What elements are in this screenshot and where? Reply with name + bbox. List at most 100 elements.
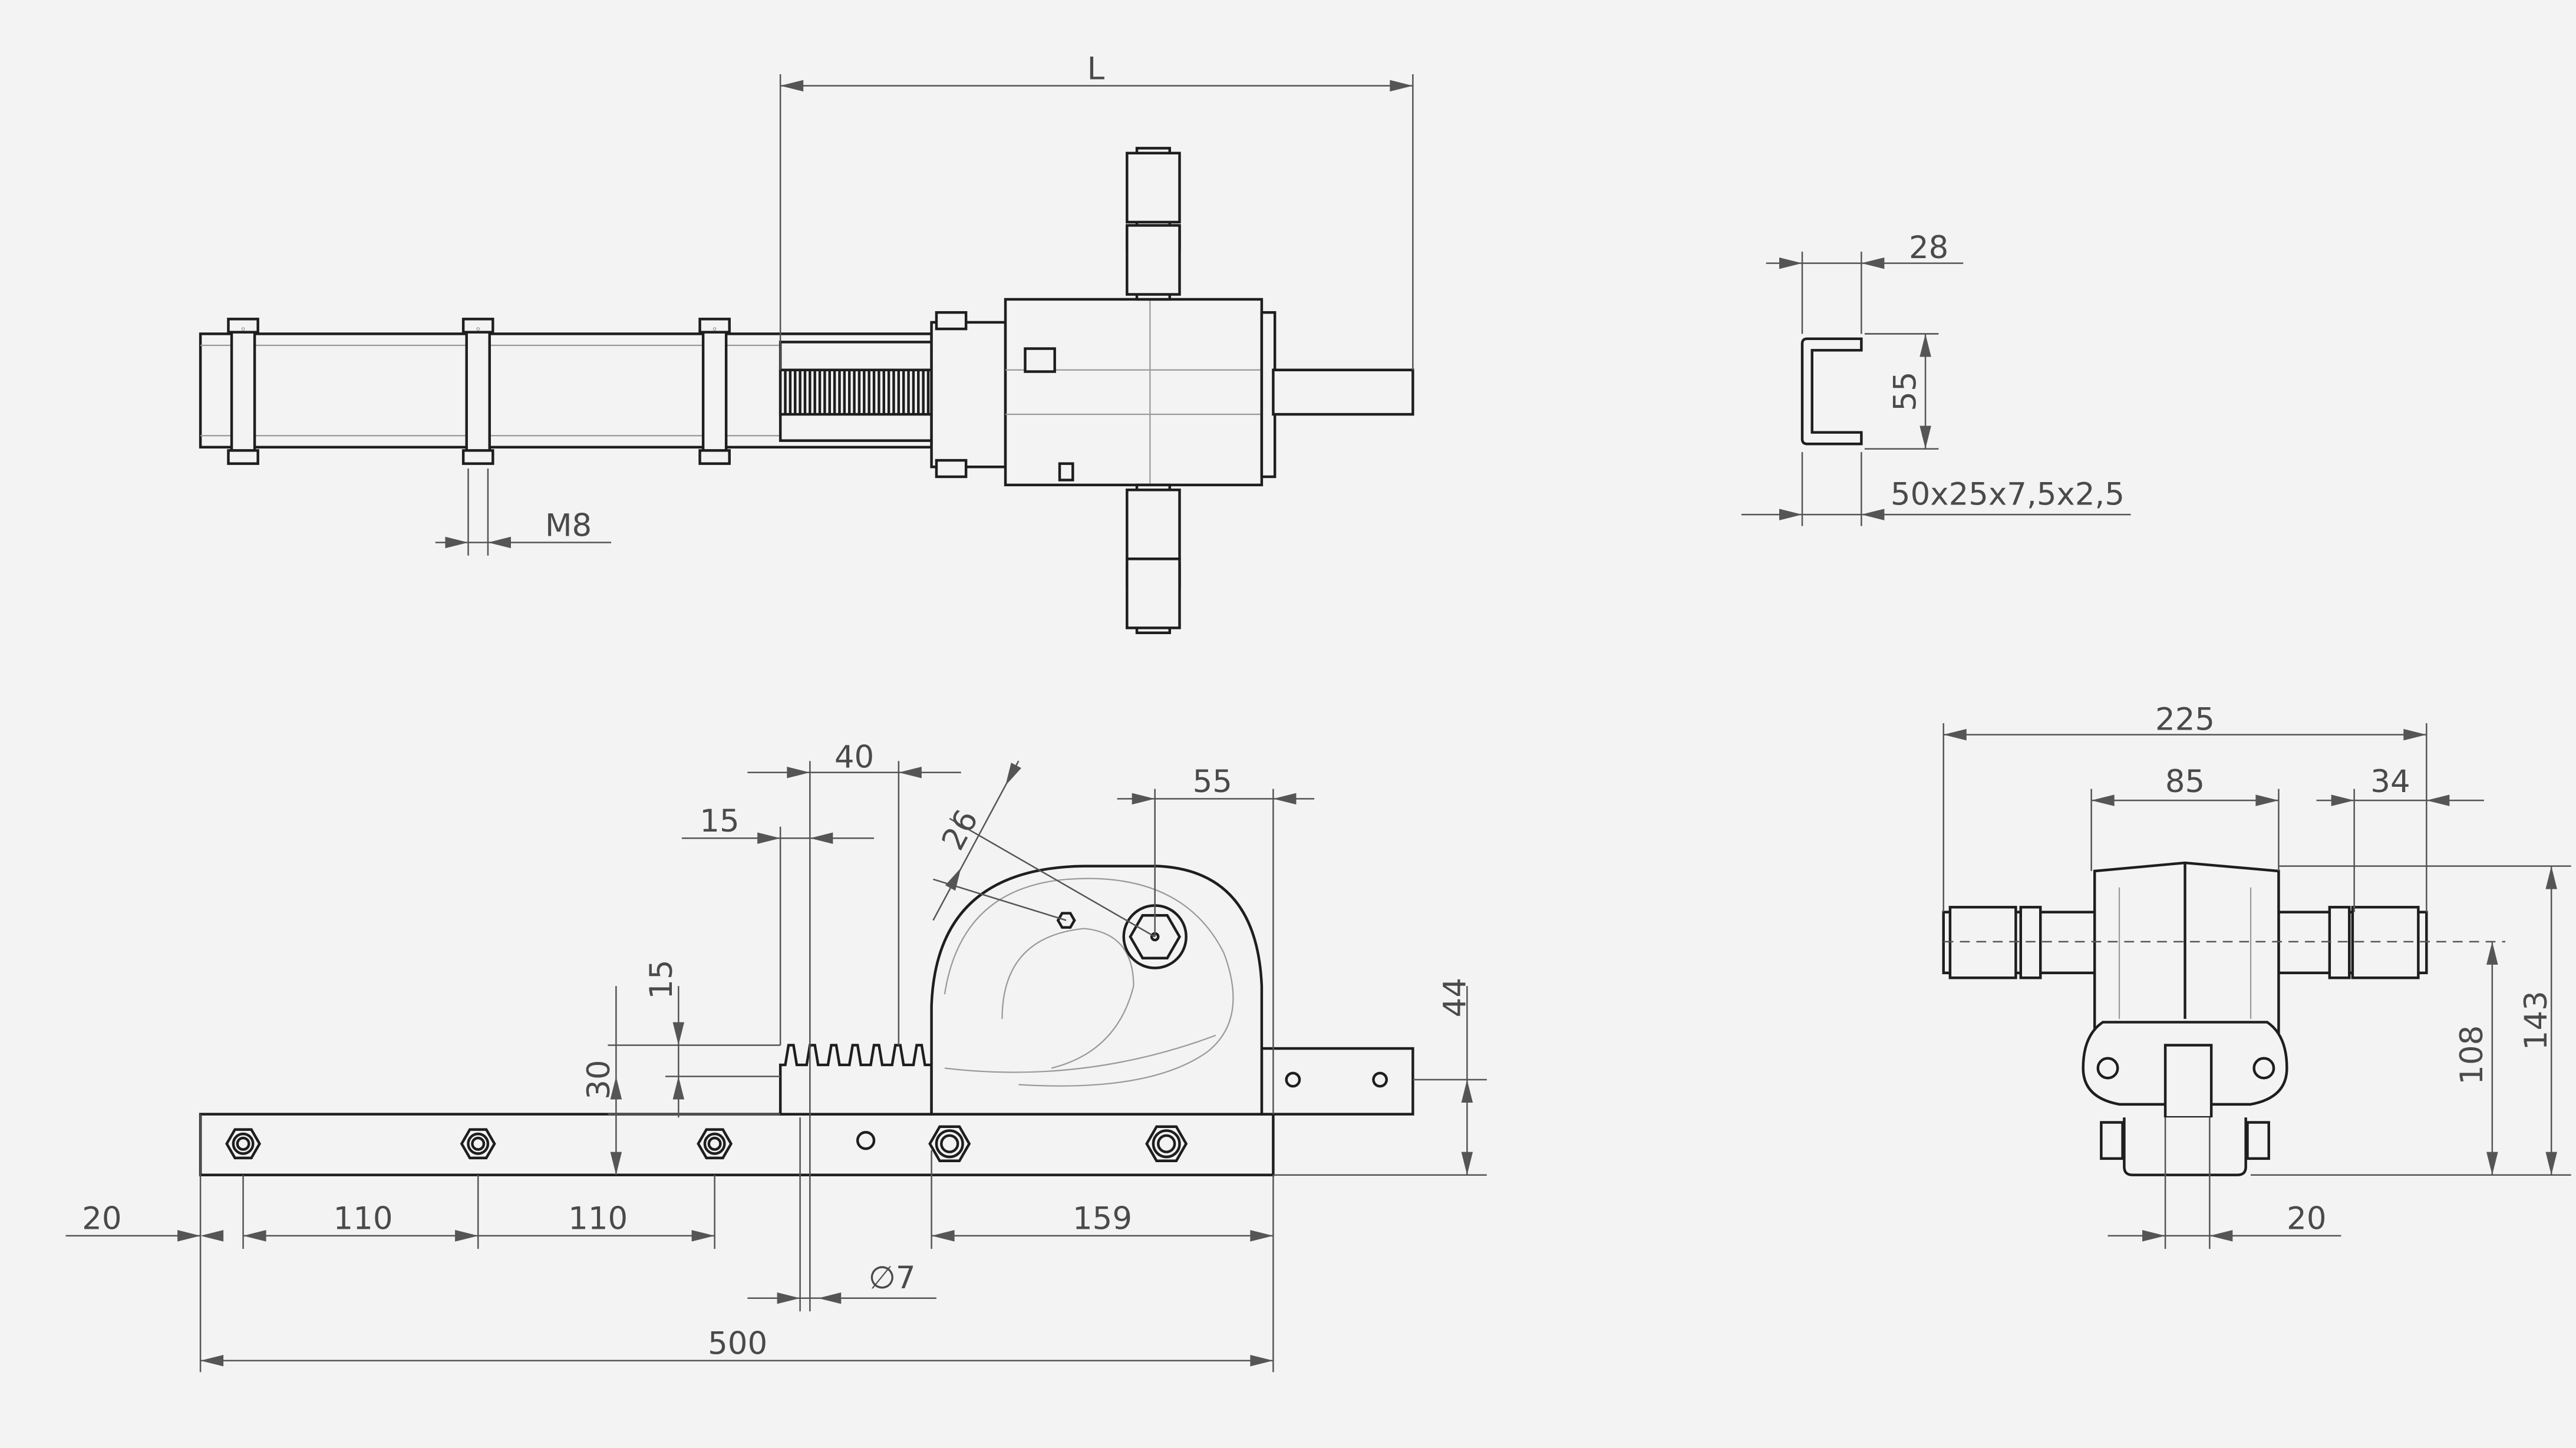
dim-body-width: 85 — [2165, 764, 2205, 800]
arrowhead — [691, 1230, 715, 1242]
nut — [461, 449, 494, 465]
handle-nut — [1126, 489, 1181, 560]
arrowhead — [931, 1230, 955, 1242]
bolt-head — [2246, 1121, 2270, 1160]
handle-nut — [1126, 558, 1181, 629]
arrowhead — [2331, 794, 2354, 806]
hole — [856, 1130, 876, 1150]
arrowhead — [777, 1292, 800, 1304]
c-channel-profile — [1800, 337, 1863, 446]
arrowhead — [2545, 1152, 2557, 1175]
dim-handle-length: 34 — [2370, 764, 2410, 800]
arrowhead — [455, 1230, 479, 1242]
dimension-line — [932, 760, 1020, 921]
arrowhead — [1919, 334, 1931, 357]
bracket-tongue — [2163, 1044, 2213, 1119]
flange-hole — [1372, 1071, 1388, 1088]
dim-angle: 26 — [935, 804, 985, 856]
arrowhead — [1390, 80, 1413, 92]
arrowhead — [672, 1022, 685, 1045]
bolt-post — [701, 324, 728, 459]
dim-thread-label: M8 — [545, 507, 592, 543]
bolt-post — [465, 324, 491, 459]
housing-rib — [944, 878, 1234, 1087]
nut — [698, 318, 731, 334]
arrowhead — [2142, 1230, 2166, 1242]
flange-hole — [1285, 1071, 1301, 1088]
arrowhead — [445, 536, 469, 549]
handle-nut — [1126, 224, 1181, 296]
arrowhead — [1861, 509, 1885, 520]
housing-rib — [944, 1034, 1216, 1073]
dim-tooth-height: 15 — [644, 959, 680, 999]
dim-rack-width: 40 — [835, 739, 874, 775]
handle-nut — [1126, 151, 1181, 224]
nut — [935, 459, 968, 479]
arrowhead — [2255, 794, 2279, 806]
nut — [227, 449, 259, 465]
arrowhead — [2403, 728, 2427, 741]
dim-total-length: 500 — [708, 1326, 767, 1362]
arrowhead — [2091, 794, 2115, 806]
arrowhead — [1779, 257, 1803, 269]
arrowhead — [1779, 509, 1803, 520]
dim-profile-width: 28 — [1909, 230, 1948, 266]
dim-axis-height: 108 — [2454, 1025, 2490, 1085]
base-rail — [199, 1113, 1275, 1176]
nut — [227, 318, 259, 334]
arrowhead — [200, 1230, 224, 1242]
dim-spacing-2: 110 — [568, 1201, 628, 1237]
bolt-post — [230, 324, 256, 459]
arrowhead — [787, 766, 810, 779]
drawing-stroke — [471, 1136, 486, 1151]
nut — [935, 311, 968, 331]
arrowhead — [1919, 426, 1931, 449]
arrowhead — [1461, 1080, 1473, 1103]
dim-hole-diameter: ∅7 — [869, 1260, 916, 1296]
arrowhead — [487, 536, 511, 549]
dimension-lines — [65, 74, 2571, 1373]
arrowhead — [2486, 941, 2498, 965]
arrowhead — [1250, 1230, 1274, 1242]
arrowhead — [810, 832, 833, 844]
dim-profile-height: 55 — [1887, 371, 1923, 411]
lug-hole — [2252, 1057, 2275, 1080]
extension-line — [949, 817, 1156, 938]
drawing-stroke — [236, 1136, 250, 1151]
flange-plate — [1260, 1047, 1414, 1116]
arrowhead — [610, 1076, 622, 1100]
dim-total-height: 143 — [2518, 991, 2554, 1050]
dim-total-width: 225 — [2155, 701, 2215, 737]
arrowhead — [672, 1076, 685, 1100]
drawing-stroke — [940, 1134, 959, 1153]
housing-rib — [1001, 928, 1134, 1069]
arrowhead — [1250, 1354, 1274, 1367]
dim-spacing-1: 110 — [334, 1201, 393, 1237]
dim-rack-height: 30 — [581, 1060, 617, 1099]
dim-length-label: L — [1087, 51, 1105, 87]
nipple — [1058, 462, 1074, 481]
arrowhead — [1273, 793, 1297, 805]
nut — [461, 318, 494, 334]
arrowhead — [1132, 793, 1155, 805]
lug-hole — [2096, 1057, 2119, 1080]
arrowhead — [818, 1292, 842, 1304]
arrowhead — [1861, 257, 1885, 269]
arrowhead — [200, 1354, 224, 1367]
dim-shaft-offset: 55 — [1193, 764, 1232, 800]
profile-spec: 50x25x7,5x2,5 — [1891, 476, 2125, 512]
handle-nut — [1948, 906, 2017, 979]
arrowhead — [2209, 1230, 2233, 1242]
bolt-head — [2100, 1121, 2124, 1160]
arrowhead — [610, 1152, 622, 1175]
u-bracket — [2123, 1117, 2247, 1176]
handle-nut — [2351, 906, 2420, 979]
arrowhead — [898, 766, 922, 779]
drawing-stroke — [707, 1136, 722, 1151]
shaft — [1272, 368, 1414, 416]
arrowhead — [177, 1230, 201, 1242]
grease-nipple — [1024, 347, 1056, 373]
drawing-stroke — [1157, 1134, 1176, 1153]
gearbox-front-body — [2093, 861, 2280, 1053]
